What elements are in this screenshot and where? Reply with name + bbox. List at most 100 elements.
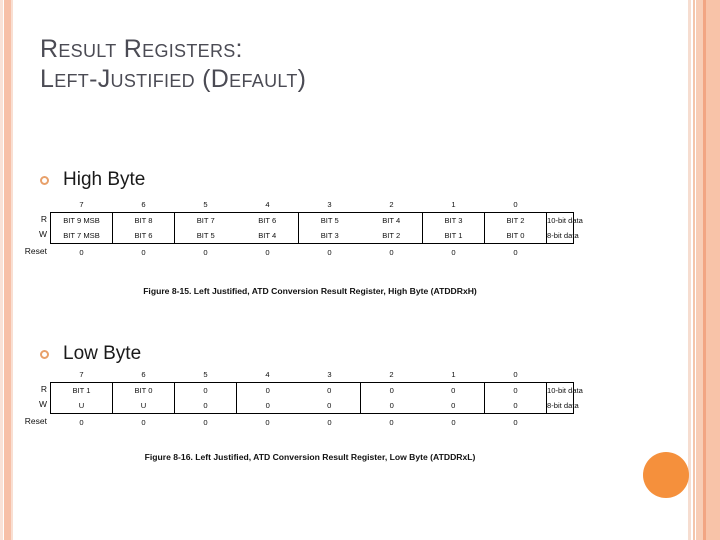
write-cell: BIT 1: [422, 228, 485, 244]
bit-number-cell: 0: [513, 200, 518, 209]
write-cell: 0: [484, 398, 547, 414]
write-cell: 0: [174, 398, 237, 414]
left-border-stripe-inner: [11, 0, 13, 540]
bit-number-cell: 5: [203, 370, 208, 379]
read-cell: 0: [422, 382, 485, 398]
read-cell: BIT 9 MSB: [50, 212, 113, 228]
reset-cell-empty: [547, 414, 574, 433]
reset-row-low: 0 0 0 0 0 0 0 0: [51, 414, 574, 433]
read-cell: BIT 1: [50, 382, 113, 398]
bit-number-cell: 3: [327, 200, 332, 209]
bullet-circle-icon: [40, 349, 49, 359]
reset-cell: 0: [327, 418, 332, 427]
write-cell: U: [112, 398, 175, 414]
right-border-stripe-2: [693, 0, 695, 540]
bit-number-cell: 6: [141, 200, 146, 209]
bullet-label-high-byte: High Byte: [63, 169, 146, 190]
row-label-read: R: [40, 214, 47, 224]
bullet-circle-icon: [40, 175, 49, 185]
write-cell: BIT 0: [484, 228, 547, 244]
read-cell: 0: [484, 382, 547, 398]
write-cell: 0: [236, 398, 299, 414]
read-row-high: BIT 9 MSB BIT 8 BIT 7 BIT 6 BIT 5 BIT 4 …: [50, 212, 583, 228]
row-labels-low-byte: R W Reset: [10, 368, 50, 432]
bullet-label-low-byte: Low Byte: [63, 343, 142, 364]
register-figure-high-byte: R W Reset 7 6 5 4 3 2 1 0: [10, 198, 610, 262]
bit-number-cell: 1: [451, 200, 456, 209]
reset-cell: 0: [203, 248, 208, 257]
read-cell: BIT 4: [360, 212, 423, 228]
read-cell: BIT 2: [484, 212, 547, 228]
reset-cell: 0: [389, 418, 394, 427]
read-cell: 0: [298, 382, 361, 398]
side-label-read: 10-bit data: [546, 382, 583, 398]
read-cell: 0: [360, 382, 423, 398]
reset-cell-empty: [547, 244, 574, 263]
right-border-stripe-4: [703, 0, 706, 540]
write-cell: 0: [360, 398, 423, 414]
reset-cell: 0: [141, 248, 146, 257]
read-row-low: BIT 1 BIT 0 0 0 0 0 0 0 10-bit data: [50, 382, 583, 398]
write-cell: BIT 2: [360, 228, 423, 244]
reset-cell: 0: [79, 418, 84, 427]
bit-number-cell: 7: [79, 370, 84, 379]
bit-number-cell: 2: [389, 200, 394, 209]
bit-number-cell: 4: [265, 370, 270, 379]
write-cell: BIT 7 MSB: [50, 228, 113, 244]
side-label-read: 10-bit data: [546, 212, 583, 228]
left-border-stripe-outer: [0, 0, 3, 540]
reset-cell: 0: [79, 248, 84, 257]
side-label-write: 8-bit data: [546, 398, 579, 414]
register-table-low-byte: 7 6 5 4 3 2 1 0 BIT 1 BIT 0 0 0 0 0: [50, 368, 583, 433]
write-cell: BIT 6: [112, 228, 175, 244]
read-cell: BIT 8: [112, 212, 175, 228]
write-cell: U: [50, 398, 113, 414]
bit-number-cell: 2: [389, 370, 394, 379]
reset-row-high: 0 0 0 0 0 0 0 0: [51, 244, 574, 263]
write-cell: 0: [298, 398, 361, 414]
write-cell: BIT 5: [174, 228, 237, 244]
read-cell: BIT 0: [112, 382, 175, 398]
register-figure-low-byte: R W Reset 7 6 5 4 3 2 1 0: [10, 368, 610, 432]
side-label-write: 8-bit data: [546, 228, 579, 244]
reset-cell: 0: [265, 418, 270, 427]
bit-number-cell-empty: [547, 198, 574, 213]
write-row-high: BIT 7 MSB BIT 6 BIT 5 BIT 4 BIT 3 BIT 2 …: [50, 228, 579, 244]
write-cell: 0: [422, 398, 485, 414]
bit-number-cell: 6: [141, 370, 146, 379]
reset-cell: 0: [513, 248, 518, 257]
reset-cell: 0: [265, 248, 270, 257]
row-label-write: W: [38, 399, 47, 409]
right-border-stripe-3: [696, 0, 703, 540]
figure-caption-low-byte: Figure 8-16. Left Justified, ATD Convers…: [144, 452, 476, 462]
row-label-reset: Reset: [24, 416, 47, 426]
decorative-circle: [643, 452, 689, 498]
read-cell: BIT 5: [298, 212, 361, 228]
bit-number-row-low: 7 6 5 4 3 2 1 0: [51, 368, 574, 383]
write-cell: BIT 3: [298, 228, 361, 244]
row-labels-high-byte: R W Reset: [10, 198, 50, 262]
reset-cell: 0: [451, 248, 456, 257]
page-title: Result Registers: Left-Justified (Defaul…: [40, 35, 307, 93]
read-cell: 0: [174, 382, 237, 398]
reset-cell: 0: [141, 418, 146, 427]
row-label-reset: Reset: [24, 246, 47, 256]
reset-cell: 0: [451, 418, 456, 427]
read-cell: 0: [236, 382, 299, 398]
row-label-write: W: [38, 229, 47, 239]
bit-number-cell: 1: [451, 370, 456, 379]
bullet-item-high-byte: High Byte: [40, 169, 145, 191]
right-border-stripe-5: [706, 0, 720, 540]
bit-number-row-high: 7 6 5 4 3 2 1 0: [51, 198, 574, 213]
bit-number-cell: 7: [79, 200, 84, 209]
read-cell: BIT 7: [174, 212, 237, 228]
reset-cell: 0: [513, 418, 518, 427]
bit-number-cell: 5: [203, 200, 208, 209]
read-cell: BIT 6: [236, 212, 299, 228]
register-table-high-byte: 7 6 5 4 3 2 1 0 BIT 9 MSB BIT 8 BIT 7 BI…: [50, 198, 583, 263]
read-cell: BIT 3: [422, 212, 485, 228]
reset-cell: 0: [389, 248, 394, 257]
bit-number-cell: 4: [265, 200, 270, 209]
figure-caption-high-byte: Figure 8-15. Left Justified, ATD Convers…: [143, 286, 477, 296]
